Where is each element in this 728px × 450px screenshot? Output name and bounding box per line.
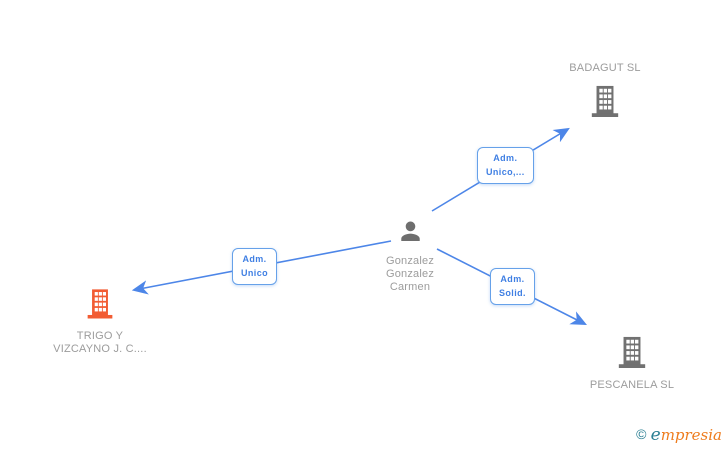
company-label-pescanela[interactable]: PESCANELA SL [589, 379, 675, 391]
person-silhouette-icon[interactable] [397, 217, 424, 245]
brand-text: mpresia [660, 426, 722, 444]
building-icon-badagut[interactable] [589, 84, 621, 118]
empresia-logo[interactable]: © empresia [636, 425, 722, 445]
company-node-trigo[interactable]: TRIGO Y VIZCAYNO J. C.... [52, 287, 148, 356]
company-node-badagut[interactable]: BADAGUT SL [540, 62, 670, 123]
brand-letter-e: e [650, 425, 661, 445]
company-label-trigo[interactable]: TRIGO Y VIZCAYNO J. C.... [53, 330, 147, 355]
edge-label-adm-unico-dots: Adm. Unico,... [477, 147, 534, 184]
person-name[interactable]: Gonzalez Gonzalez Carmen [385, 255, 435, 293]
copyright-icon: © [636, 426, 647, 442]
building-icon-trigo-orange[interactable] [85, 287, 115, 320]
company-label-badagut[interactable]: BADAGUT SL [569, 62, 641, 74]
building-icon-pescanela[interactable] [616, 335, 648, 369]
edge-label-adm-solid: Adm. Solid. [490, 268, 535, 305]
person-node[interactable]: Gonzalez Gonzalez Carmen [375, 217, 445, 294]
company-node-pescanela[interactable]: PESCANELA SL [572, 335, 692, 392]
edge-label-adm-unico: Adm. Unico [232, 248, 278, 285]
